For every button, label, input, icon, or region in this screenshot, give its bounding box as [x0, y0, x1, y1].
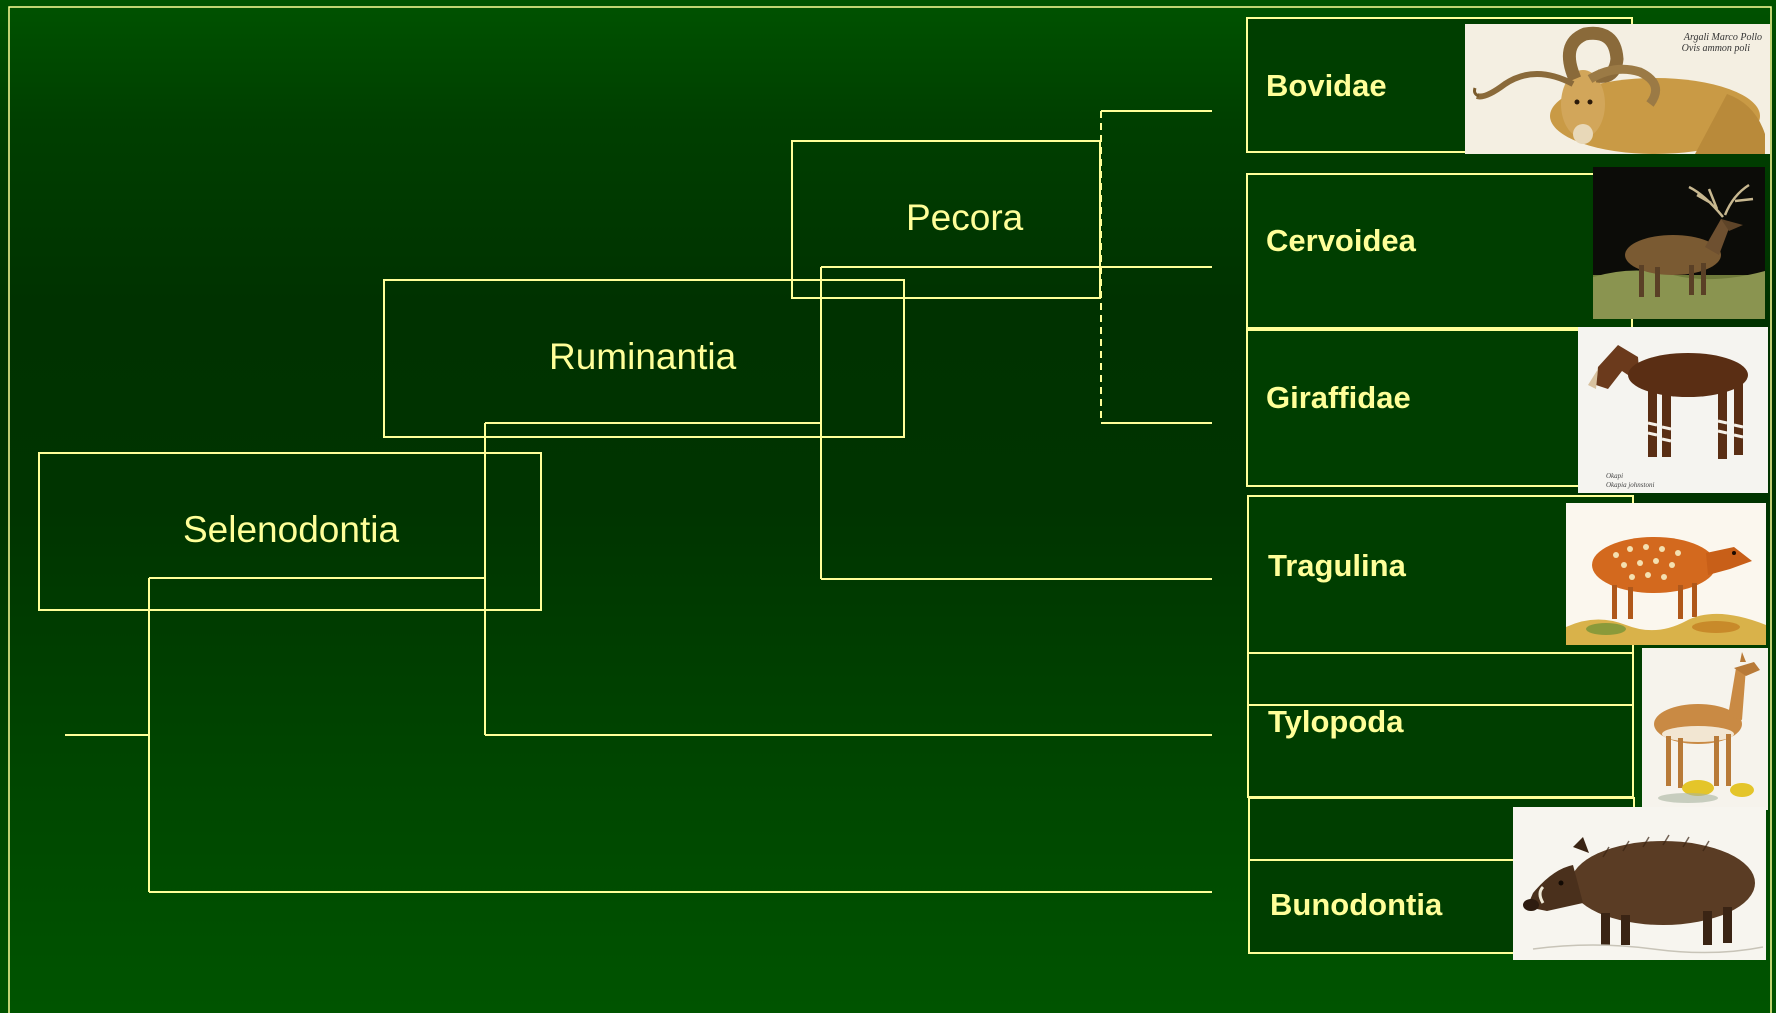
taxon-label-bunodontia: Bunodontia [1270, 887, 1443, 922]
okapi-caption-1: Okapi [1606, 472, 1624, 480]
argali-caption-1: Argali Marco Pollo [1683, 32, 1762, 43]
argali-ram-image: Argali Marco Pollo Ovis ammon poli [1465, 24, 1770, 154]
taxon-label-giraffidae: Giraffidae [1266, 380, 1411, 415]
tylopoda-box-top [1247, 652, 1634, 706]
red-deer-stag-image [1593, 167, 1765, 319]
taxon-label-tylopoda: Tylopoda [1268, 704, 1404, 739]
ruminantia-box [383, 279, 905, 438]
taxon-label-cervoidea: Cervoidea [1266, 223, 1416, 258]
wild-boar-image [1513, 807, 1766, 960]
spotted-chevrotain-image [1566, 503, 1766, 645]
clade-label-ruminantia: Ruminantia [549, 336, 737, 377]
okapi-image: Okapi Okapia johnstoni [1578, 327, 1768, 493]
giraffidae-box [1246, 329, 1633, 487]
cervoidea-box [1246, 173, 1633, 329]
slide-border [8, 6, 1772, 1013]
clade-label-pecora: Pecora [906, 197, 1024, 238]
tylopoda-box [1247, 704, 1634, 798]
clade-label-selenodontia: Selenodontia [183, 509, 400, 550]
okapi-caption-2: Okapia johnstoni [1606, 481, 1655, 489]
taxon-label-bovidae: Bovidae [1266, 68, 1387, 103]
taxon-label-tragulina: Tragulina [1268, 548, 1406, 583]
selenodontia-box [38, 452, 542, 611]
argali-caption-2: Ovis ammon poli [1681, 43, 1750, 54]
vicuna-image [1642, 648, 1768, 810]
